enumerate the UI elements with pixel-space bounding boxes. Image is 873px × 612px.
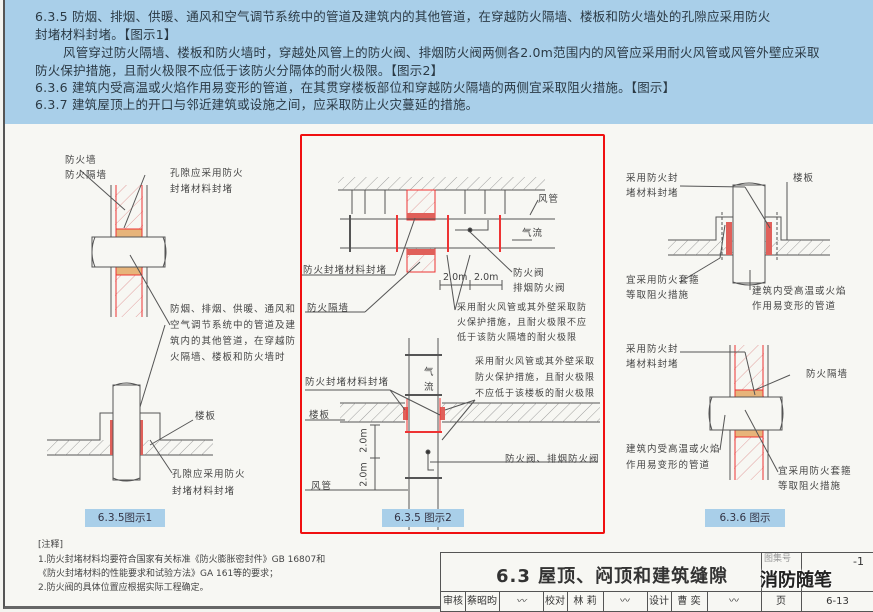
fig3-collar-label: 宜采用防火套箍 [626, 275, 700, 286]
watermark: 消防随笔 [760, 570, 832, 591]
clause-line: 6.3.6 建筑内受高温或火焰作用易变形的管道，在其贯穿楼板部位和穿越防火隔墙的… [35, 80, 676, 95]
fig3-seal-label: 堵材料封堵 [626, 188, 679, 199]
fig2-airflow-label: 流 [424, 382, 435, 393]
fig2-slab-label: 楼板 [309, 410, 331, 421]
fig3-caption: 6.3.6 图示 [705, 509, 785, 527]
fig2-damper-label: 排烟防火阀 [513, 283, 566, 294]
clause-line: 6.3.5 防烟、排烟、供暖、通风和空气调节系统中的管道及建筑内的其他管道，在穿… [35, 9, 771, 24]
fig2-slab-protect: 采用耐火风管或其外壁采取 [475, 357, 596, 367]
figure2-duct-penetration [300, 177, 600, 530]
fig1-caption: 6.3.5图示1 [85, 509, 165, 527]
fig2-airflow-label: 气流 [522, 228, 544, 239]
highlight-box [300, 134, 605, 534]
fig2-duct-label: 风管 [538, 194, 560, 205]
review-label: 审核 [441, 592, 466, 612]
signature-row: 审核 蔡昭昀 〰 校对 林 莉 〰 设计 曹 奕 〰 页 6-13 [441, 591, 873, 612]
fig1-gap-label: 孔隙应采用防火 [170, 168, 244, 179]
fig1-wall-label: 防火墙 [65, 155, 97, 166]
note-item: 1.防火封堵材料均要符合国家有关标准《防火膨胀密封件》GB 16807和 [38, 555, 326, 565]
fig2-damper-label: 防火阀、排烟防火阀 [505, 454, 600, 465]
fig2-airflow-label: 气 [424, 367, 435, 378]
fig2-dim-label: 2.0m [474, 272, 499, 283]
fig1-pipe-desc: 防烟、排烟、供暖、通风和 [170, 304, 297, 315]
fig1-wall-label: 防火隔墙 [65, 170, 108, 181]
fig2-wall-protect: 采用耐火风管或其外壁采取防 [457, 303, 588, 313]
fig3-pipe-label: 作用易变形的管道 [752, 301, 837, 312]
fig2-wall-protect: 火保护措施，且耐火极限不应 [457, 318, 588, 328]
fig3-seal-label: 采用防火封 [626, 173, 679, 184]
fig2-seal-label: 防火封堵材料封堵 [303, 265, 388, 276]
reviewer-name: 蔡昭昀 [465, 592, 500, 612]
fig3-pipe-label: 作用易变形的管道 [626, 460, 711, 471]
fig2-slab-protect: 不应低于该楼板的耐火极限 [475, 389, 596, 399]
note-item: 2.防火阀的具体位置应根据实际工程确定。 [38, 583, 209, 593]
design-label: 设计 [647, 592, 672, 612]
atlas-label: 图集号 [764, 554, 792, 564]
fig2-dim-label: 2.0m [358, 462, 370, 487]
fig1-pipe-desc: 火隔墙、楼板和防火墙时 [170, 352, 286, 363]
designer-signature: 〰 [707, 592, 762, 612]
fig2-slab-protect: 防火保护措施，且耐火极限 [475, 373, 596, 383]
clause-line: 6.3.7 建筑屋顶上的开口与邻近建筑或设施之间，应采取防止火灾蔓延的措施。 [35, 97, 479, 112]
fig1-pipe-desc: 空气调节系统中的管道及建 [170, 320, 297, 331]
atlas-number: -1 [853, 555, 864, 568]
fig2-wall-label: 防火隔墙 [307, 303, 350, 314]
fig2-seal-label: 防火封堵材料封堵 [305, 377, 390, 388]
notes-title: [注释] [38, 540, 64, 550]
fig1-gap-label: 孔隙应采用防火 [172, 469, 246, 480]
fig1-pipe-desc: 筑内的其他管道，在穿越防 [170, 336, 297, 347]
clause-line: 防火保护措施，且耐火极限不应低于该防火分隔体的耐火极限。【图示2】 [35, 63, 444, 78]
clause-text-panel: 6.3.5 防烟、排烟、供暖、通风和空气调节系统中的管道及建筑内的其他管道，在穿… [5, 0, 873, 124]
fig3-seal-label: 采用防火封 [626, 344, 679, 355]
figure3-deformable-pipe [668, 182, 830, 480]
title-block: 6.3 屋顶、闷顶和建筑缝隙 图集号 -1 审核 蔡昭昀 〰 校对 林 莉 〰 … [440, 552, 873, 612]
checker-name: 林 莉 [567, 592, 604, 612]
fig3-pipe-label: 建筑内受高温或火焰 [752, 286, 847, 297]
fig3-wall-label: 防火隔墙 [806, 369, 849, 380]
figure1-wall-penetration [47, 169, 213, 482]
fig3-collar-label: 等取阻火措施 [778, 481, 842, 492]
fig2-caption: 6.3.5 图示2 [382, 509, 464, 527]
fig3-slab-label: 楼板 [793, 173, 815, 184]
note-item: 《防火封堵材料的性能要求和试验方法》GA 161等的要求； [38, 569, 279, 579]
fig3-collar-label: 等取阻火措施 [626, 290, 690, 301]
fig1-gap-label: 封堵材料封堵 [170, 184, 234, 195]
fig1-gap-label: 封堵材料封堵 [172, 486, 236, 497]
reviewer-signature: 〰 [499, 592, 544, 612]
page-number: 6-13 [826, 596, 849, 607]
fig3-collar-label: 宜采用防火套箍 [778, 466, 852, 477]
check-label: 校对 [543, 592, 568, 612]
section-title: 6.3 屋顶、闷顶和建筑缝隙 [496, 566, 729, 587]
fig3-pipe-label: 建筑内受高温或火焰 [626, 444, 721, 455]
fig2-wall-protect: 低于该防火隔墙的耐火极限 [457, 333, 578, 343]
clause-line: 风管穿过防火隔墙、楼板和防火墙时，穿越处风管上的防火阀、排烟防火阀两侧各2.0m… [63, 45, 820, 60]
fig3-seal-label: 堵材料封堵 [626, 359, 679, 370]
clause-line: 封堵材料封堵。【图示1】 [35, 27, 177, 42]
page-label: 页 [761, 592, 802, 612]
fig2-dim-label: 2.0m [358, 428, 370, 453]
fig1-slab-label: 楼板 [195, 411, 217, 422]
fig2-damper-label: 防火阀 [513, 268, 545, 279]
checker-signature: 〰 [603, 592, 648, 612]
fig2-duct-label: 风管 [311, 481, 333, 492]
designer-name: 曹 奕 [671, 592, 708, 612]
fig2-dim-label: 2.0m [443, 272, 468, 283]
